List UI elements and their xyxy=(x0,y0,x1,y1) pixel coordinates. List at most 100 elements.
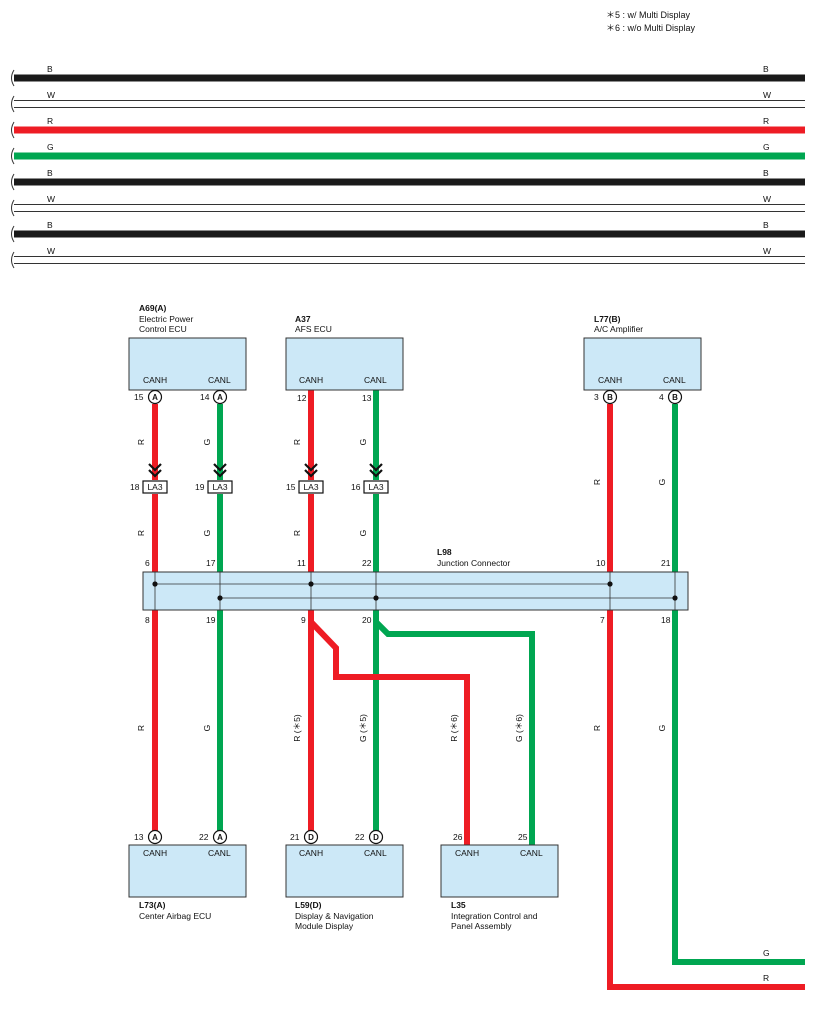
wire-l98-l35-canh xyxy=(308,619,470,845)
bus-line-label-right: W xyxy=(763,194,771,204)
a69-pin-canh: 15 xyxy=(134,392,144,402)
component-l59: CANH CANL L59(D) Display & Navigation Mo… xyxy=(285,844,404,931)
la3-connectors: 18 LA3 19 LA3 15 LA3 16 LA3 xyxy=(130,463,389,494)
a69-canh-label: CANH xyxy=(143,375,167,385)
connector-circle xyxy=(147,389,163,405)
l59-conn-canl: D xyxy=(373,833,379,842)
l77-canh-label: CANH xyxy=(598,375,622,385)
l73-name: Center Airbag ECU xyxy=(139,911,211,921)
wire-label: G xyxy=(202,725,212,732)
l77-pin-canh: 3 xyxy=(594,392,599,402)
la3-connector-18: 18 LA3 xyxy=(130,463,168,494)
wire-label: G xyxy=(657,479,667,486)
wire-label: G (＊6) xyxy=(514,714,524,742)
bus-break-mark xyxy=(11,95,15,113)
la3-pin-19: 19 xyxy=(195,482,205,492)
l35-pin-canl: 25 xyxy=(518,832,528,842)
l98-pin-bottom: 9 xyxy=(301,615,306,625)
a69-name-1: Electric Power xyxy=(139,314,193,324)
bus-break-mark xyxy=(11,199,15,217)
l35-canh-label: CANH xyxy=(455,848,479,858)
splice-dot xyxy=(373,595,379,601)
l35-canl-label: CANL xyxy=(520,848,543,858)
l35-name-2: Panel Assembly xyxy=(451,921,512,931)
bus-break-mark xyxy=(11,225,15,243)
bus-line-label-left: R xyxy=(47,116,53,126)
l98-pin-bottom: 7 xyxy=(600,615,605,625)
l98-pin-top: 21 xyxy=(661,558,671,568)
l77-canl-label: CANL xyxy=(663,375,686,385)
component-l35: CANH CANL L35 Integration Control and Pa… xyxy=(440,844,559,931)
la3-label-19: LA3 xyxy=(212,482,227,492)
l77-conn-canl: B xyxy=(672,393,678,402)
l73-canh-label: CANH xyxy=(143,848,167,858)
l59-conn-canh: D xyxy=(308,833,314,842)
bus-break-mark xyxy=(11,251,15,269)
l59-pin-canh: 21 xyxy=(290,832,300,842)
component-a37: A37 AFS ECU CANH CANL xyxy=(285,314,404,391)
bus-break-mark xyxy=(11,173,15,191)
note-multi-display: ＊5 : w/ Multi Display xyxy=(606,10,691,20)
bus-line-label-left: W xyxy=(47,246,55,256)
bus-line-label-right: G xyxy=(763,142,770,152)
a69-code: A69(A) xyxy=(139,303,167,313)
a69-conn-canl: A xyxy=(217,393,223,402)
splice-dot xyxy=(607,581,613,587)
connector-circle xyxy=(602,389,618,405)
l35-code: L35 xyxy=(451,900,466,910)
component-l73: CANH CANL L73(A) Center Airbag ECU xyxy=(128,844,247,921)
a37-code: A37 xyxy=(295,314,311,324)
l98-pin-bottom: 8 xyxy=(145,615,150,625)
bus-break-mark xyxy=(11,69,15,87)
l73-pin-canl: 22 xyxy=(199,832,209,842)
l73-conn-canl: A xyxy=(217,833,223,842)
bus-line-label-right: B xyxy=(763,64,769,74)
l35-name-1: Integration Control and xyxy=(451,911,538,921)
l59-canh-label: CANH xyxy=(299,848,323,858)
wire-label: R (＊6) xyxy=(449,714,459,742)
bus-line-label-right: B xyxy=(763,168,769,178)
junction-connector-l98: L98 Junction Connector 6 17 11 22 10 21 … xyxy=(142,547,689,625)
l98-pin-bottom: 20 xyxy=(362,615,372,625)
splice-dot xyxy=(152,581,158,587)
wire-label: R xyxy=(292,439,302,445)
bus-line-label-left: B xyxy=(47,168,53,178)
wire-label: G xyxy=(657,725,667,732)
la3-label-15: LA3 xyxy=(303,482,318,492)
bus-line-label-left: B xyxy=(47,64,53,74)
la3-connector-19: 19 LA3 xyxy=(195,463,233,494)
la3-pin-18: 18 xyxy=(130,482,140,492)
wire-label: G xyxy=(358,439,368,446)
l35-pin-canh: 26 xyxy=(453,832,463,842)
connector-circle xyxy=(303,829,319,845)
note-no-multi-display: ＊6 : w/o Multi Display xyxy=(606,23,696,33)
bus-line-label-left: B xyxy=(47,220,53,230)
la3-connector-15: 15 LA3 xyxy=(286,463,324,494)
wire-l98-l35-canl xyxy=(373,619,535,845)
l59-name-1: Display & Navigation xyxy=(295,911,374,921)
bus-line-label-right: B xyxy=(763,220,769,230)
exit-label-r: R xyxy=(763,973,769,983)
a69-pin-canl: 14 xyxy=(200,392,210,402)
wire-label: R (＊5) xyxy=(292,714,302,742)
l98-code: L98 xyxy=(437,547,452,557)
bus-line-label-left: G xyxy=(47,142,54,152)
la3-label-16: LA3 xyxy=(368,482,383,492)
l59-name-2: Module Display xyxy=(295,921,354,931)
l77-name: A/C Amplifier xyxy=(594,324,643,334)
a69-name-2: Control ECU xyxy=(139,324,187,334)
connector-circle xyxy=(368,829,384,845)
l98-pin-bottom: 19 xyxy=(206,615,216,625)
a69-canl-label: CANL xyxy=(208,375,231,385)
connector-circle xyxy=(212,829,228,845)
a37-canl-label: CANL xyxy=(364,375,387,385)
bus-line-label-left: W xyxy=(47,90,55,100)
wire-l98-exit-canl xyxy=(672,610,805,965)
